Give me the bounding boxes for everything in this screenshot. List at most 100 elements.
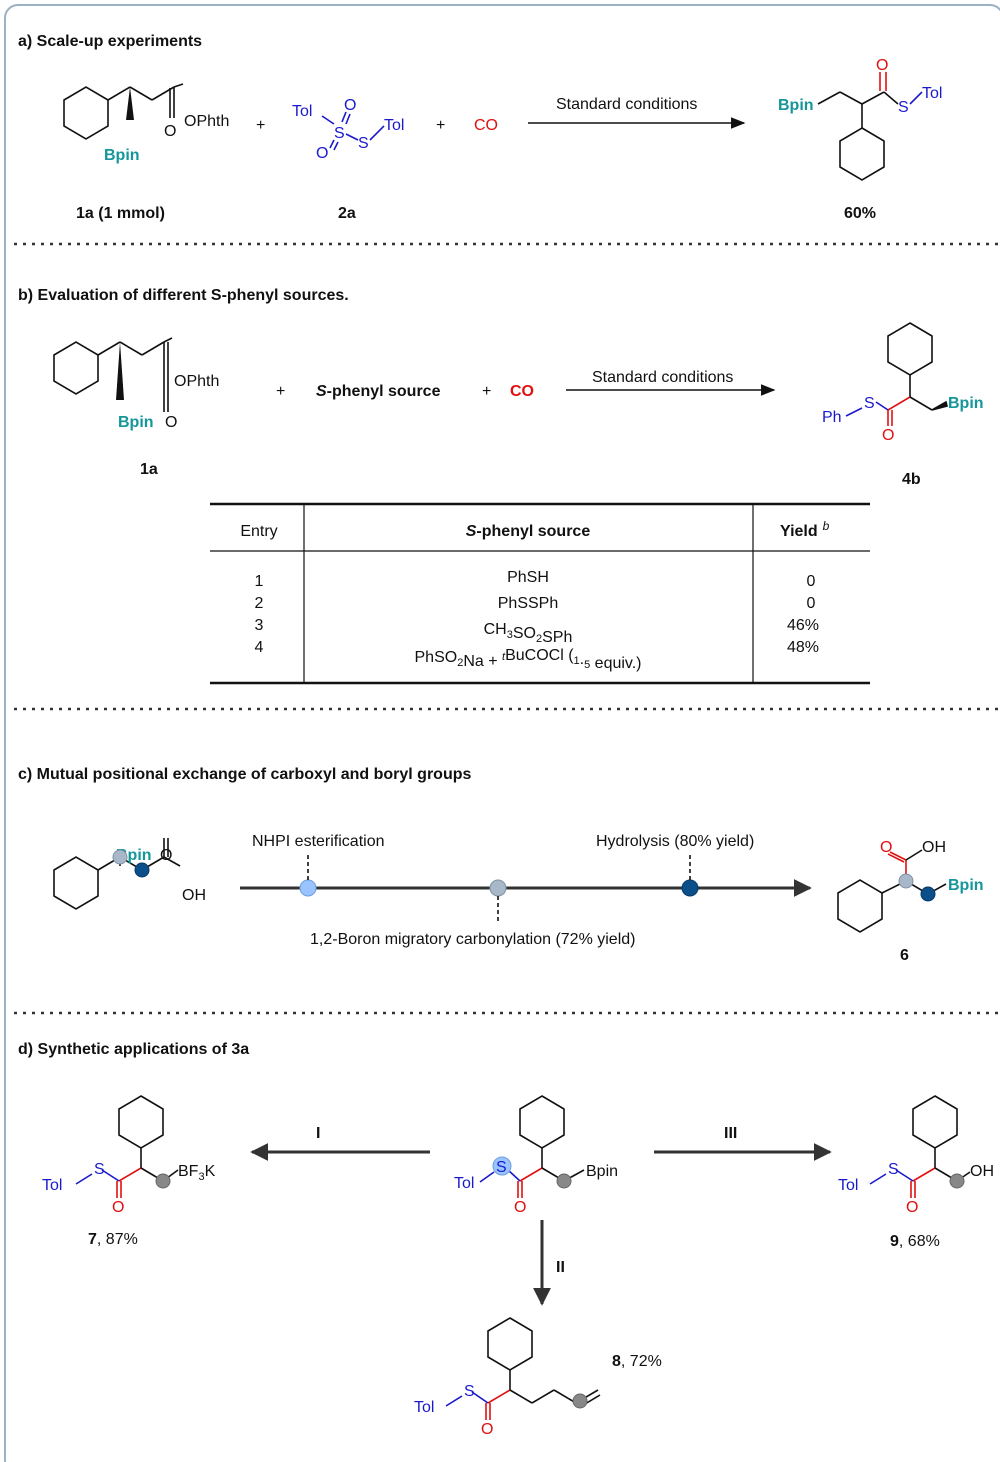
oxygen-label: O — [876, 57, 888, 74]
product-9-label: 9, 68% — [890, 1233, 940, 1250]
label-6: 6 — [900, 947, 909, 964]
label-1a: 1a — [140, 461, 158, 478]
yield-cell: 0 — [807, 595, 816, 612]
tol-label: Tol — [384, 117, 404, 134]
sulfur-label: S — [898, 99, 909, 116]
marker-dot — [949, 1173, 965, 1189]
product-4b: O S Ph Bpin — [822, 322, 984, 444]
plus-sign: + — [256, 117, 265, 134]
section-d-title: d) Synthetic applications of 3a — [18, 1041, 249, 1058]
step-3-label: Hydrolysis (80% yield) — [596, 833, 754, 850]
table-row-3: 3 CH3SO2SPh 46% — [255, 617, 819, 646]
co-label: CO — [510, 383, 534, 400]
sulfur-label: S — [864, 395, 875, 412]
tol-label: Tol — [922, 85, 942, 102]
source-cell: CH3SO2SPh — [484, 621, 573, 646]
plus-sign: + — [436, 117, 445, 134]
tol-label: Tol — [454, 1175, 474, 1192]
oxygen-label: O — [880, 839, 892, 856]
section-d: d) Synthetic applications of 3a O S Tol … — [18, 1041, 994, 1438]
yield-cell: 46% — [787, 617, 819, 634]
section-c-title: c) Mutual positional exchange of carboxy… — [18, 766, 472, 783]
bpin-label: Bpin — [118, 414, 154, 431]
oxygen-label: O — [160, 847, 172, 864]
bf3k-label: BF3K — [178, 1163, 216, 1183]
step-2-label: 1,2-Boron migratory carbonylation (72% y… — [310, 931, 635, 948]
marker-dot — [134, 862, 150, 878]
oxygen-label: O — [882, 427, 894, 444]
table-row-4: 4 PhSO2Na + tBuCOCl (1.5 equiv.) 48% — [255, 639, 819, 672]
molecule-1a-a: OPhth Bpin O — [63, 83, 229, 164]
starting-acid: O OH Bpin — [53, 838, 206, 910]
section-b: b) Evaluation of different S-phenyl sour… — [18, 287, 984, 685]
section-a-title: a) Scale-up experiments — [18, 33, 202, 50]
source-cell: PhSSPh — [498, 595, 558, 612]
product-9: O S Tol OH — [838, 1095, 994, 1216]
conditions-label: Standard conditions — [592, 369, 733, 386]
section-c: c) Mutual positional exchange of carboxy… — [18, 766, 984, 964]
product-3a: Bpin O S Tol — [778, 57, 942, 181]
entry-cell: 3 — [255, 617, 264, 634]
yield-60: 60% — [844, 205, 876, 222]
step-dot-hydrolysis — [681, 879, 699, 897]
arrow-i-label: I — [316, 1125, 320, 1142]
marker-dot — [492, 1156, 512, 1176]
entry-cell: 1 — [255, 573, 264, 590]
label-2a: 2a — [338, 205, 356, 222]
marker-dot — [898, 873, 914, 889]
marker-dot — [920, 886, 936, 902]
step-dot-esterification — [299, 879, 317, 897]
bpin-label: Bpin — [104, 147, 140, 164]
header-source: S-phenyl source — [466, 523, 591, 540]
section-a: a) Scale-up experiments OPhth Bpin O + T… — [18, 33, 942, 222]
bpin-label: Bpin — [948, 877, 984, 894]
oxygen-label: O — [481, 1421, 493, 1438]
arrow-ii-label: II — [556, 1259, 565, 1276]
s-phenyl-source-label: S-phenyl source — [316, 383, 441, 400]
label-1a: 1a (1 mmol) — [76, 205, 165, 222]
product-7-label: 7, 87% — [88, 1231, 138, 1248]
section-b-title: b) Evaluation of different S-phenyl sour… — [18, 287, 349, 304]
compound-3a: O S Tol Bpin — [454, 1095, 618, 1216]
tol-label: Tol — [414, 1399, 434, 1416]
entry-cell: 4 — [255, 639, 264, 656]
oxygen-label: O — [514, 1199, 526, 1216]
yield-cell: 0 — [807, 573, 816, 590]
oxygen-label: O — [344, 97, 356, 114]
product-8: O S Tol — [414, 1317, 601, 1438]
oxygen-label: O — [112, 1199, 124, 1216]
tol-label: Tol — [292, 103, 312, 120]
table-row-2: 2 PhSSPh 0 — [255, 595, 816, 612]
arrow-iii-label: III — [724, 1125, 737, 1142]
oxygen-label: O — [906, 1199, 918, 1216]
sulfur-label: S — [334, 125, 345, 142]
header-entry: Entry — [240, 523, 277, 540]
bpin-label: Bpin — [948, 395, 984, 412]
oxygen-label: O — [164, 123, 176, 140]
marker-dot — [556, 1173, 572, 1189]
bpin-label: Bpin — [586, 1163, 618, 1180]
oxygen-label: O — [165, 414, 177, 431]
sulfur-label: S — [94, 1161, 105, 1178]
hydroxyl-label: OH — [970, 1163, 994, 1180]
plus-sign: + — [276, 383, 285, 400]
marker-dot — [572, 1393, 588, 1409]
sulfur-label: S — [358, 135, 369, 152]
bpin-label: Bpin — [778, 97, 814, 114]
sulfur-label: S — [464, 1383, 475, 1400]
tol-label: Tol — [838, 1177, 858, 1194]
table-row-1: 1 PhSH 0 — [255, 569, 816, 590]
yield-cell: 48% — [787, 639, 819, 656]
marker-dot — [155, 1173, 171, 1189]
plus-sign: + — [482, 383, 491, 400]
marker-dot — [112, 849, 128, 865]
phenyl-label: Ph — [822, 409, 842, 426]
label-4b: 4b — [902, 471, 921, 488]
entry-cell: 2 — [255, 595, 264, 612]
step-1-label: NHPI esterification — [252, 833, 385, 850]
hydroxyl-label: OH — [922, 839, 946, 856]
hydroxyl-label: OH — [182, 887, 206, 904]
